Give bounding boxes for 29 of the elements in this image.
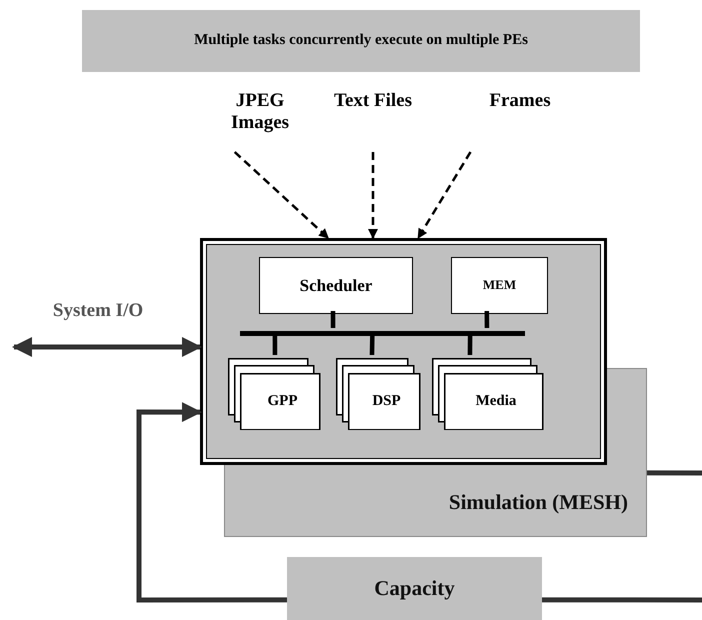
connector-line xyxy=(647,470,702,476)
node-label: GPP xyxy=(268,392,298,410)
node-label: JPEG Images xyxy=(230,90,290,134)
connector-line xyxy=(330,311,336,328)
node-label: Capacity xyxy=(374,576,455,601)
capacity-panel xyxy=(287,557,542,620)
node-label: Text Files xyxy=(334,90,412,112)
node-label: DSP xyxy=(372,392,401,410)
component-box xyxy=(259,257,413,314)
arrow xyxy=(368,152,378,239)
simulation-panel xyxy=(224,465,647,537)
io-label: System I/O xyxy=(52,300,144,322)
chip-box xyxy=(200,238,607,465)
node-label: MEM xyxy=(482,278,516,293)
node-label: Simulation (MESH) xyxy=(448,490,628,514)
arrow xyxy=(417,151,472,239)
connector-line xyxy=(484,310,490,328)
arrow xyxy=(234,151,330,239)
bus-bar xyxy=(240,331,525,336)
arrow xyxy=(12,336,202,357)
component-box xyxy=(451,257,548,314)
connector-line xyxy=(542,597,702,602)
node-label: Scheduler xyxy=(300,276,372,296)
heading-banner xyxy=(82,10,640,72)
connector-line xyxy=(272,333,278,355)
heading: Multiple tasks concurrently execute on multiple PEs xyxy=(194,32,528,50)
arrow xyxy=(136,402,287,602)
node-label: Media xyxy=(476,392,516,410)
node-label: Frames xyxy=(489,90,551,112)
